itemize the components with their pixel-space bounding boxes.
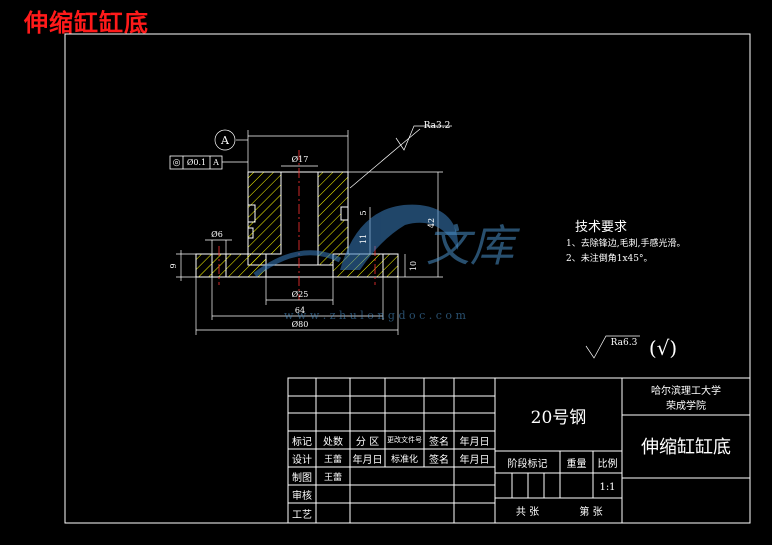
drawer-name: 王蕾 bbox=[323, 472, 342, 483]
label-draw: 制图 bbox=[292, 472, 312, 484]
watermark-logo bbox=[253, 204, 459, 277]
part-section bbox=[195, 171, 399, 278]
label-sign: 签名 bbox=[429, 436, 449, 448]
dim-d80: Ø80 bbox=[291, 319, 309, 329]
dim-h10: 10 bbox=[408, 260, 418, 272]
tolerance-frame bbox=[169, 155, 248, 170]
dim-h9: 9 bbox=[168, 263, 178, 269]
tech-req-item-2: 2、未注倒角1x45°。 bbox=[566, 254, 653, 264]
label-weight: 重量 bbox=[566, 458, 587, 470]
label-stage: 阶段标记 bbox=[507, 458, 548, 470]
tech-req-item-1: 1、去除锋边,毛刺,手感光滑。 bbox=[566, 239, 686, 249]
roughness-general-paren: (√) bbox=[648, 336, 678, 360]
label-process: 工艺 bbox=[292, 509, 312, 521]
label-zone: 分 区 bbox=[355, 436, 380, 448]
standard-sign: 签名 bbox=[429, 454, 449, 466]
watermark-text: 文库 bbox=[426, 221, 514, 272]
tolerance-datum: A bbox=[213, 158, 219, 167]
tech-req-title: 技术要求 bbox=[575, 220, 628, 235]
label-check: 审核 bbox=[292, 490, 312, 502]
dim-d6: Ø6 bbox=[211, 229, 223, 239]
tolerance-symbol: ◎ bbox=[172, 157, 181, 168]
label-mark: 标记 bbox=[292, 436, 312, 448]
label-doc-no: 更改文件号 bbox=[387, 436, 422, 444]
designer-name: 王蕾 bbox=[323, 454, 342, 465]
dim-d17: Ø17 bbox=[291, 154, 309, 164]
datum-label: A bbox=[221, 133, 229, 147]
section-hatch-left-boss bbox=[247, 171, 282, 266]
dim-d25: Ø25 bbox=[291, 289, 309, 299]
dim-h11: 11 bbox=[358, 233, 368, 245]
label-standard: 标准化 bbox=[390, 454, 418, 465]
school-line-2: 荣成学院 bbox=[666, 400, 706, 412]
roughness-general-label: Ra6.3 bbox=[610, 338, 638, 348]
label-scale: 比例 bbox=[597, 458, 618, 470]
school-line-1: 哈尔滨理工大学 bbox=[651, 385, 721, 397]
dim-d64: 64 bbox=[294, 305, 306, 315]
section-hatch-right-boss bbox=[317, 171, 349, 266]
scale-value: 1:1 bbox=[599, 481, 616, 493]
roughness-top-label: Ra3.2 bbox=[423, 121, 451, 131]
label-design: 设计 bbox=[292, 454, 312, 466]
sheet-number: 第 张 bbox=[579, 507, 603, 518]
sheets-total: 共 张 bbox=[515, 507, 540, 518]
standard-date: 年月日 bbox=[459, 454, 490, 466]
title-block bbox=[287, 377, 751, 524]
label-count: 处数 bbox=[323, 436, 343, 448]
watermark-url: w w w . z h u l o n g d o c . c o m bbox=[284, 308, 466, 322]
part-name: 伸缩缸缸底 bbox=[641, 437, 731, 458]
label-date: 年月日 bbox=[459, 436, 490, 448]
design-date: 年月日 bbox=[352, 454, 383, 466]
center-lines bbox=[218, 150, 376, 300]
tolerance-value: Ø0.1 bbox=[186, 158, 207, 167]
page-title: 伸缩缸缸底 bbox=[24, 8, 149, 37]
material: 20号钢 bbox=[530, 407, 587, 428]
dim-h5: 5 bbox=[358, 210, 368, 216]
